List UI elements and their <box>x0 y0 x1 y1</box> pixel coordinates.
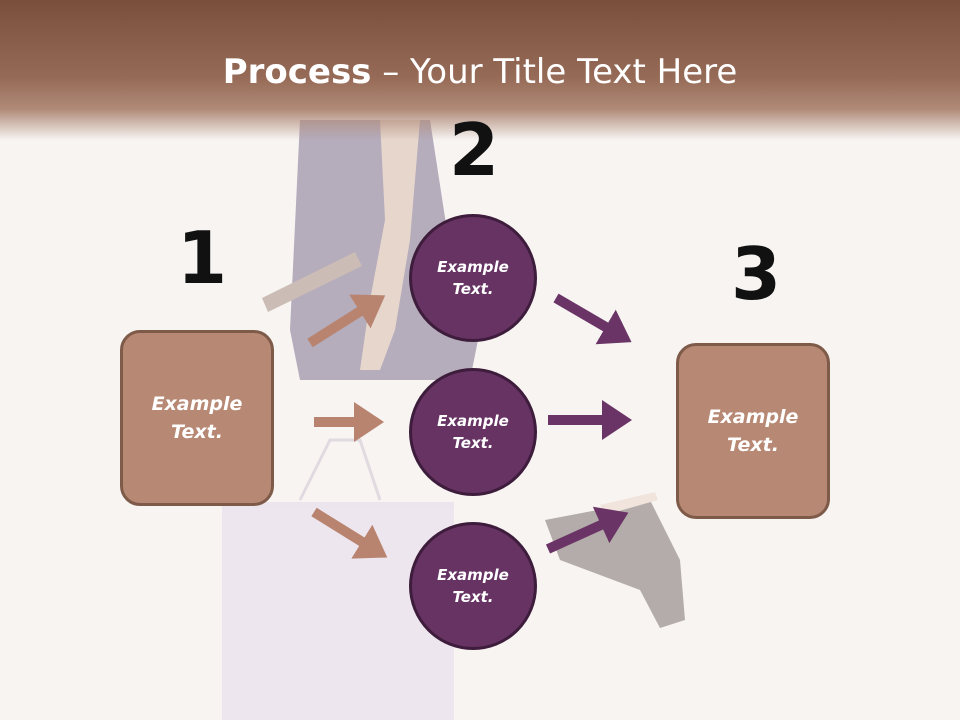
step-1-label: Example Text. <box>151 392 243 444</box>
circle-2-label: Example Text. <box>437 411 509 453</box>
slide-title: Process – Your Title Text Here <box>0 52 960 92</box>
step-number-1: 1 <box>177 216 228 300</box>
belt-shape <box>262 252 362 312</box>
step-number-2: 2 <box>449 108 500 192</box>
arrow-circle3-to-box3 <box>545 506 629 554</box>
circle-3-label: Example Text. <box>437 565 509 607</box>
title-bold: Process <box>222 52 372 92</box>
step-2-circle-2[interactable]: Example Text. <box>409 368 537 496</box>
step-2-circle-3[interactable]: Example Text. <box>409 522 537 650</box>
step-1-box[interactable]: Example Text. <box>120 330 274 506</box>
arrow-box1-to-circle1 <box>307 294 386 348</box>
title-bar <box>0 0 960 140</box>
title-rest: – Your Title Text Here <box>371 52 738 92</box>
step-3-box[interactable]: Example Text. <box>676 343 830 519</box>
circle-1-label: Example Text. <box>437 257 509 299</box>
arrow-box1-to-circle3 <box>311 507 388 559</box>
step-2-circle-1[interactable]: Example Text. <box>409 214 537 342</box>
step-number-3: 3 <box>731 232 782 316</box>
arrow-circle1-to-box3 <box>553 293 632 345</box>
step-3-label: Example Text. <box>707 405 799 457</box>
bag-handle <box>298 438 382 501</box>
